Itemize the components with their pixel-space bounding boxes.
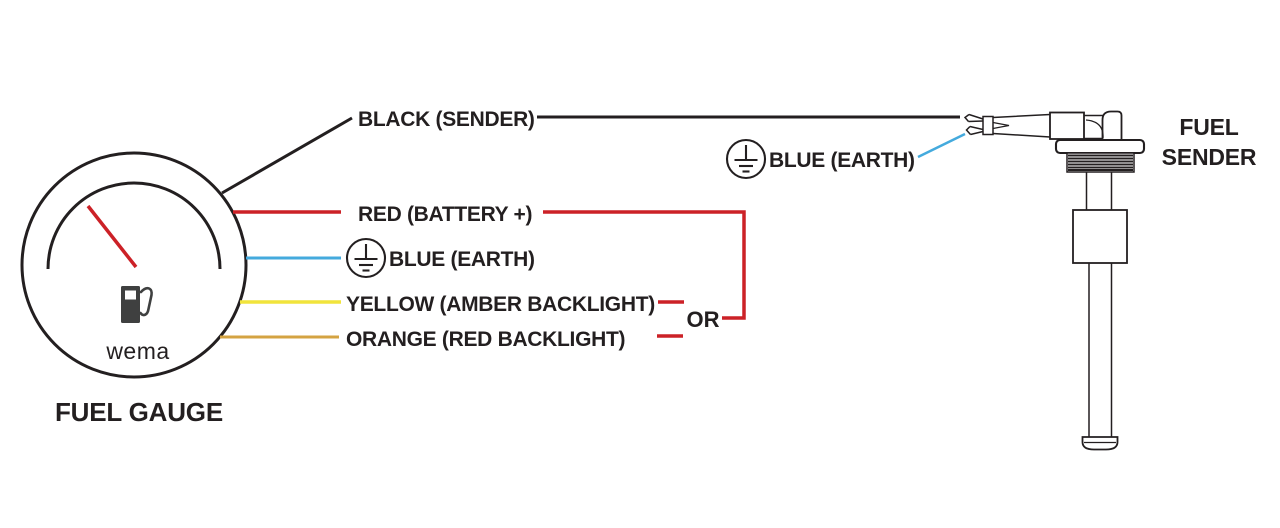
sender-cable: [992, 113, 1051, 138]
fuel-sender-title-line1: FUEL: [1179, 114, 1238, 140]
sender-threads: [1066, 152, 1135, 173]
cable-sleeve: [1049, 111, 1085, 140]
red-wire-routing: [543, 210, 746, 320]
sender-tube-lower: [1088, 263, 1113, 437]
sender-flange: [1054, 138, 1146, 155]
earth-icon-gauge: [345, 237, 387, 279]
black-wire-diagonal: [221, 116, 353, 195]
gauge-needle: [86, 204, 138, 269]
sender-bottom-cap: [1081, 436, 1119, 451]
sender-cable-merge: [992, 121, 1010, 130]
red-wire-label: RED (BATTERY +): [358, 203, 532, 226]
blue-wire-gauge-label: BLUE (EARTH): [389, 248, 535, 271]
gauge-dial-arc: [46, 181, 222, 270]
elbow-bend-line: [1085, 119, 1104, 139]
orange-wire-label: ORANGE (RED BACKLIGHT): [346, 328, 625, 351]
fuel-sender-title-line2: SENDER: [1162, 144, 1257, 170]
sender-terminals: [963, 113, 994, 136]
yellow-wire-label: YELLOW (AMBER BACKLIGHT): [346, 293, 655, 316]
sender-float: [1072, 209, 1128, 264]
fuel-sender: FUEL SENDER: [963, 110, 1257, 451]
pump-window: [125, 290, 136, 300]
pump-hose: [139, 286, 153, 317]
terminal-block: [982, 115, 994, 136]
terminal-fork-top: [963, 113, 984, 123]
earth-icon-sender: [725, 138, 767, 180]
black-wire-label: BLACK (SENDER): [358, 108, 535, 131]
or-label: OR: [687, 307, 720, 332]
terminal-fork-bottom: [965, 125, 984, 136]
fuel-gauge-title: FUEL GAUGE: [55, 397, 223, 427]
gauge-brand: wema: [105, 338, 169, 364]
fuel-pump-icon: [121, 286, 153, 323]
blue-wire-sender-label: BLUE (EARTH): [769, 149, 915, 172]
fuel-gauge: wema FUEL GAUGE: [20, 151, 248, 427]
blue-wire-sender-pointer: [917, 132, 966, 159]
elbow-fitting: [1101, 110, 1123, 141]
gauge-wires: [220, 116, 353, 339]
sender-shaft-upper: [1085, 172, 1113, 210]
elbow-neck: [1084, 114, 1103, 140]
